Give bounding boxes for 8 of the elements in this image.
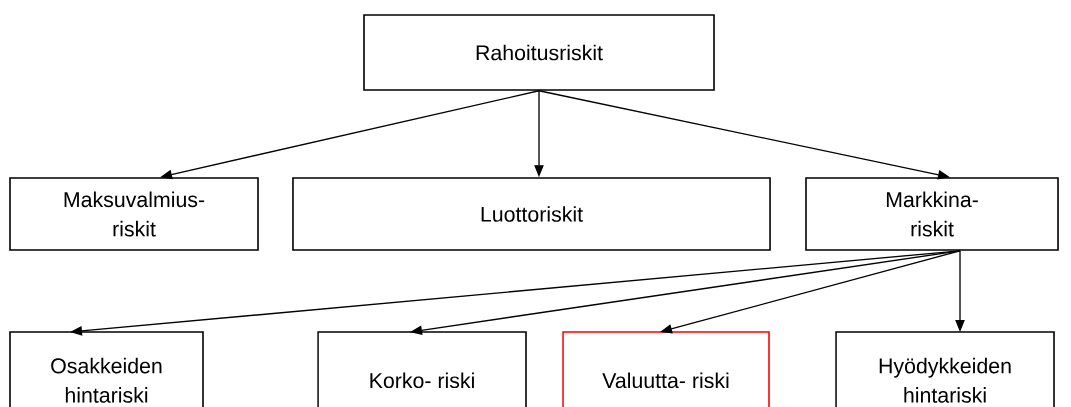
- category-box: Maksuvalmius- riskit: [9, 177, 259, 251]
- category-box: Valuutta- riski: [562, 331, 770, 407]
- category-box: Hyödykkeiden hintariski: [835, 331, 1055, 407]
- category-box: Luottoriskit: [292, 177, 771, 251]
- category-box: Korko- riski: [317, 331, 527, 407]
- category-box: Rahoitusriskit: [363, 14, 715, 91]
- category-box: Markkina- riskit: [805, 177, 1059, 251]
- category-box: Osakkeiden hintariski: [9, 331, 204, 407]
